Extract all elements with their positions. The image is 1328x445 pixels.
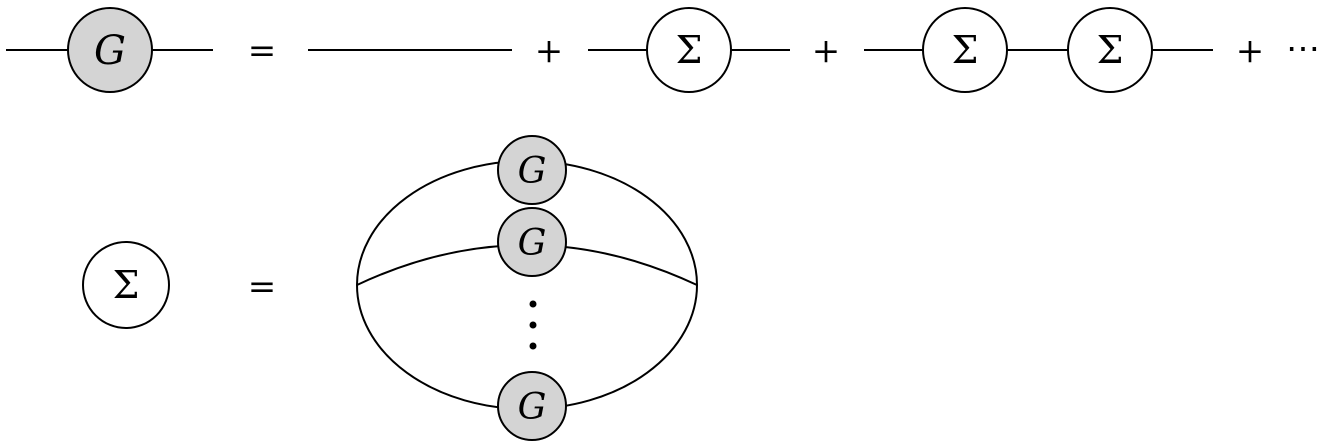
double-self-energy-term: Σ Σ — [864, 7, 1213, 93]
self-energy-equation: Σ = G G G — [82, 135, 698, 441]
self-energy-blob — [82, 241, 170, 329]
equals-sign: = — [248, 31, 277, 71]
lhs-self-energy: Σ — [82, 241, 170, 329]
equals-sign: = — [248, 267, 277, 307]
propagator-label-top: G — [518, 151, 547, 192]
propagator-blob-top — [497, 135, 567, 205]
propagator-label-middle: G — [518, 223, 547, 264]
propagator-label-bottom: G — [518, 387, 547, 428]
propagator-blob-middle — [497, 207, 567, 277]
single-self-energy-term: Σ — [588, 7, 790, 93]
lhs-full-propagator: G — [6, 7, 213, 93]
self-energy-label: Σ — [676, 28, 703, 72]
plus-sign-3: + — [1236, 31, 1265, 71]
propagator-blob-bottom — [497, 371, 567, 441]
ellipsis: ⋯ — [1286, 29, 1320, 69]
self-energy-label: Σ — [1097, 28, 1124, 72]
melon-diagram: G G G — [356, 135, 698, 441]
self-energy-label: Σ — [952, 28, 979, 72]
dyson-equation: G = + Σ + Σ Σ + ⋯ — [6, 7, 1320, 93]
plus-sign-1: + — [535, 31, 564, 71]
full-propagator-label: G — [94, 28, 126, 74]
plus-sign-2: + — [812, 31, 841, 71]
self-energy-label: Σ — [113, 263, 140, 307]
vertical-ellipsis — [529, 300, 537, 350]
